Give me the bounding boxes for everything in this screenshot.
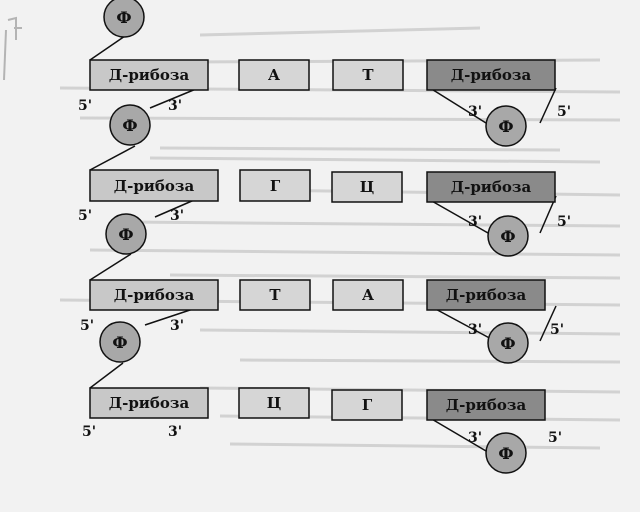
end-5-label: 5' [78, 98, 92, 114]
nucleotide-right-3: А Д-рибоза 3' 5' Ф [332, 279, 564, 364]
sugar-label: Д-рибоза [109, 394, 190, 412]
base-label: А [362, 286, 375, 304]
sugar-label: Д-рибоза [109, 66, 190, 84]
end-3-label: 3' [170, 318, 184, 334]
end-5-label: 5' [80, 318, 94, 334]
base-label: Т [269, 286, 281, 304]
phosphate-left-1 [109, 104, 151, 146]
nucleotide-left-4: Д-рибоза Ц 5' 3' [82, 387, 310, 440]
end-3-label: 3' [170, 208, 184, 224]
phosphate-right-4 [485, 432, 527, 474]
right-strand: Т Д-рибоза 3' 5' Ф Ц Д-рибоза 3' 5' Ф А … [331, 59, 571, 474]
end-3-label: 3' [468, 430, 482, 446]
sugar-label: Д-рибоза [451, 178, 532, 196]
left-strand: Ф Д-рибоза А 5' 3' Ф Д-рибоза Г 5' 3' Ф … [78, 0, 311, 440]
phosphate-label: Ф [112, 333, 127, 352]
end-3-label: 3' [468, 322, 482, 338]
end-5-label: 5' [548, 430, 562, 446]
phosphate-left-0: Ф [103, 0, 145, 38]
end-5-label: 5' [550, 322, 564, 338]
base-label: Ц [360, 178, 375, 196]
end-3-label: 3' [168, 98, 182, 114]
sugar-label: Д-рибоза [114, 286, 195, 304]
nucleotide-left-3: Д-рибоза Т 5' 3' Ф [80, 279, 311, 363]
phosphate-left-3 [99, 321, 141, 363]
end-5-label: 5' [82, 424, 96, 440]
phosphate-label: Ф [500, 227, 515, 246]
base-label: Ц [267, 394, 282, 412]
base-label: А [268, 66, 281, 84]
end-3-label: 3' [468, 104, 482, 120]
phosphate-label: Ф [122, 116, 137, 135]
nucleotide-left-1: Д-рибоза А 5' 3' Ф [78, 59, 310, 146]
phosphate-label: Ф [498, 117, 513, 136]
base-label: Г [362, 396, 373, 414]
base-label: Т [362, 66, 374, 84]
end-3-label: 3' [168, 424, 182, 440]
phosphate-right-3 [487, 322, 529, 364]
phosphate-right-1 [485, 105, 527, 147]
nucleotide-left-2: Д-рибоза Г 5' 3' Ф [78, 169, 311, 255]
sugar-label: Д-рибоза [446, 396, 527, 414]
nucleotide-right-4: Г Д-рибоза 3' 5' Ф [331, 389, 562, 474]
phosphate-label: Ф [498, 444, 513, 463]
end-5-label: 5' [557, 104, 571, 120]
end-5-label: 5' [78, 208, 92, 224]
end-3-label: 3' [468, 214, 482, 230]
phosphate-left-2 [105, 213, 147, 255]
phosphate-label: Ф [118, 225, 133, 244]
phosphate-label: Ф [116, 8, 131, 27]
sugar-label: Д-рибоза [451, 66, 532, 84]
phosphate-label: Ф [500, 334, 515, 353]
sugar-label: Д-рибоза [446, 286, 527, 304]
nucleotide-right-1: Т Д-рибоза 3' 5' Ф [332, 59, 571, 147]
end-5-label: 5' [557, 214, 571, 230]
phosphate-right-2 [487, 215, 529, 257]
nucleotide-right-2: Ц Д-рибоза 3' 5' Ф [331, 171, 571, 257]
base-label: Г [270, 177, 281, 195]
sugar-label: Д-рибоза [114, 177, 195, 195]
